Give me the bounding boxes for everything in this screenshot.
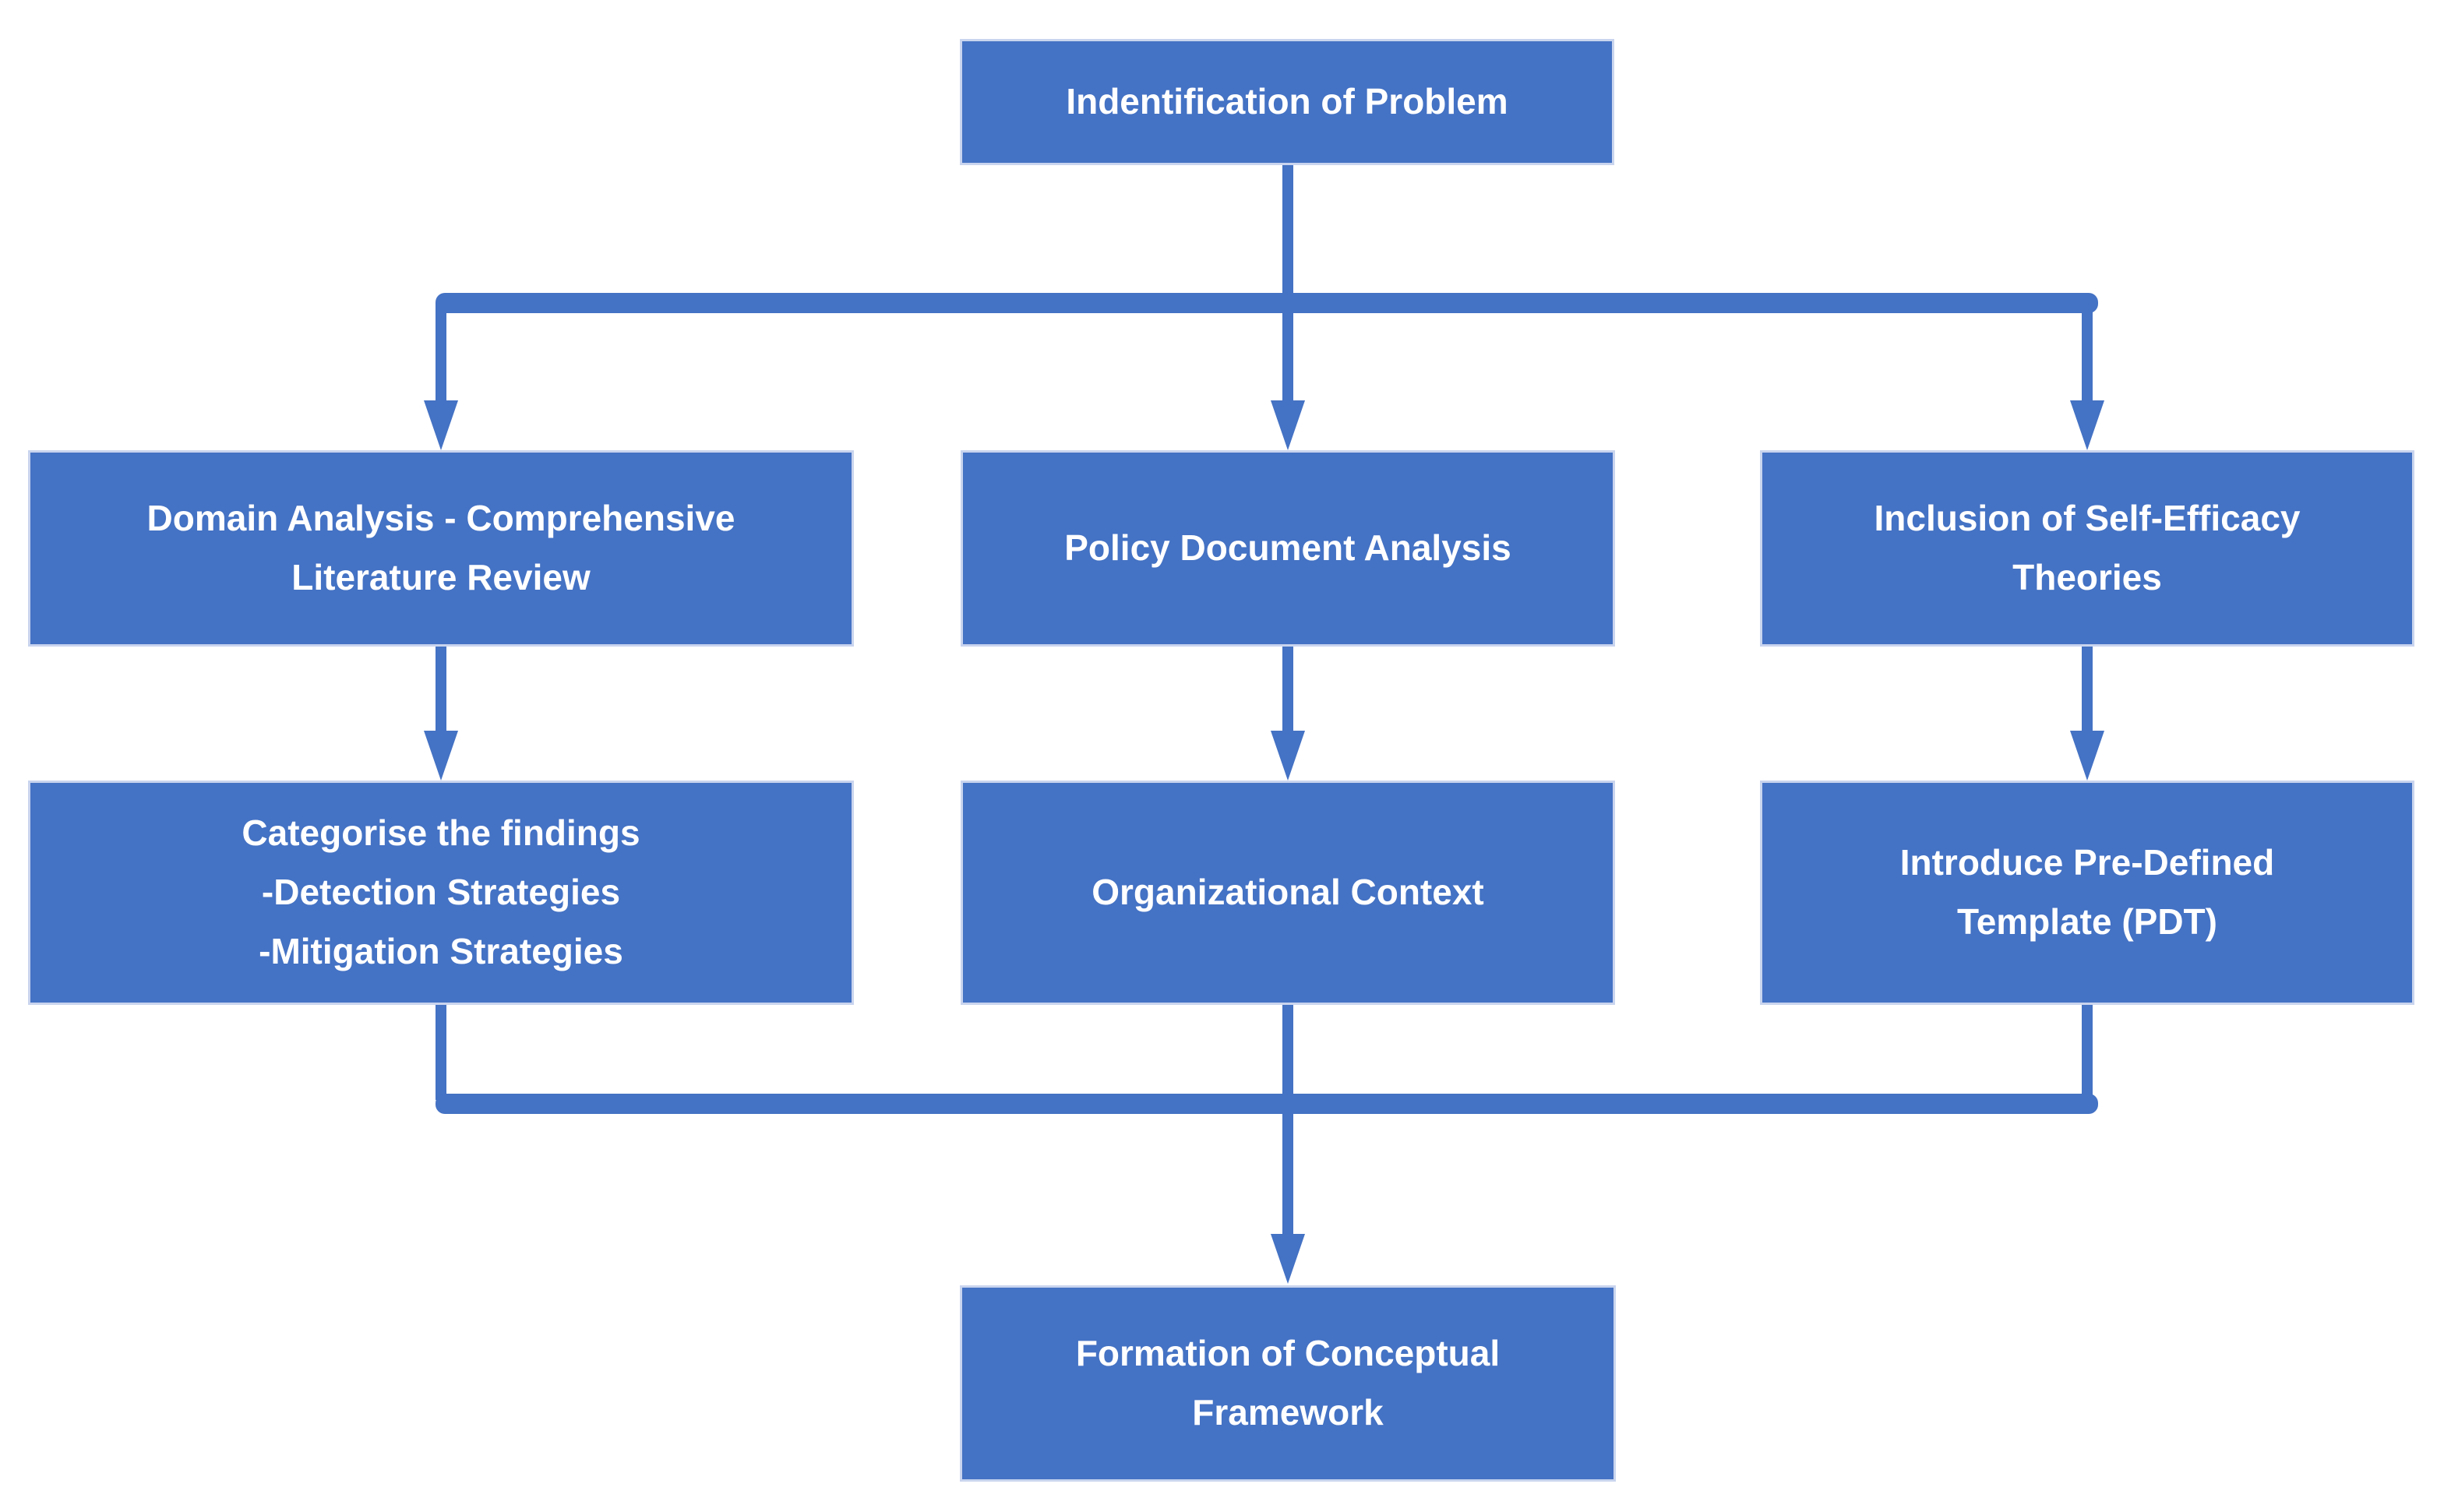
node-categorise-label: Categorise the findings -Detection Strat… — [242, 812, 640, 971]
node-domain-analysis-label: Domain Analysis - Comprehensive Literatu… — [146, 498, 735, 597]
arrowhead-to-categorise — [424, 731, 458, 781]
arrowhead-to-framework — [1271, 1234, 1305, 1284]
node-framework-label: Formation of Conceptual Framework — [1075, 1333, 1501, 1433]
node-framework: Formation of Conceptual Framework — [960, 1285, 1616, 1482]
node-self-efficacy: Inclusion of Self-Efficacy Theories — [1760, 450, 2414, 647]
arrowhead-to-org-context — [1271, 731, 1305, 781]
node-org-context: Organizational Context — [961, 781, 1615, 1005]
connector-converge-bar — [436, 1094, 2098, 1114]
connector-branch-bar — [436, 293, 2098, 313]
node-org-context-label: Organizational Context — [1092, 872, 1484, 913]
connector-branch-left-stem — [436, 304, 446, 400]
node-domain-analysis: Domain Analysis - Comprehensive Literatu… — [28, 450, 854, 647]
node-categorise: Categorise the findings -Detection Strat… — [28, 781, 854, 1005]
connector-selfefficacy-to-pdt-stem — [2082, 647, 2093, 731]
connector-pdt-down-stem — [2082, 1003, 2093, 1100]
connector-domain-to-categorise-stem — [436, 647, 446, 731]
connector-framework-stem — [1282, 1112, 1293, 1234]
node-policy-analysis-label: Policy Document Analysis — [1064, 527, 1511, 569]
connector-categorise-down-stem — [436, 1003, 446, 1100]
arrowhead-to-policy-analysis — [1271, 400, 1305, 450]
node-policy-analysis: Policy Document Analysis — [961, 450, 1615, 647]
node-self-efficacy-label: Inclusion of Self-Efficacy Theories — [1874, 498, 2301, 597]
connector-problem-center-stem — [1282, 165, 1293, 400]
arrowhead-to-self-efficacy — [2070, 400, 2104, 450]
node-problem: Indentification of Problem — [960, 39, 1614, 165]
node-pdt-label: Introduce Pre-Defined Template (PDT) — [1899, 842, 2275, 942]
connector-orgcontext-down-stem — [1282, 1003, 1293, 1100]
arrowhead-to-pdt — [2070, 731, 2104, 781]
arrowhead-to-domain-analysis — [424, 400, 458, 450]
node-problem-label: Indentification of Problem — [1066, 81, 1508, 122]
node-pdt: Introduce Pre-Defined Template (PDT) — [1760, 781, 2414, 1005]
connector-policy-to-orgcontext-stem — [1282, 647, 1293, 731]
connector-branch-right-stem — [2082, 304, 2093, 400]
